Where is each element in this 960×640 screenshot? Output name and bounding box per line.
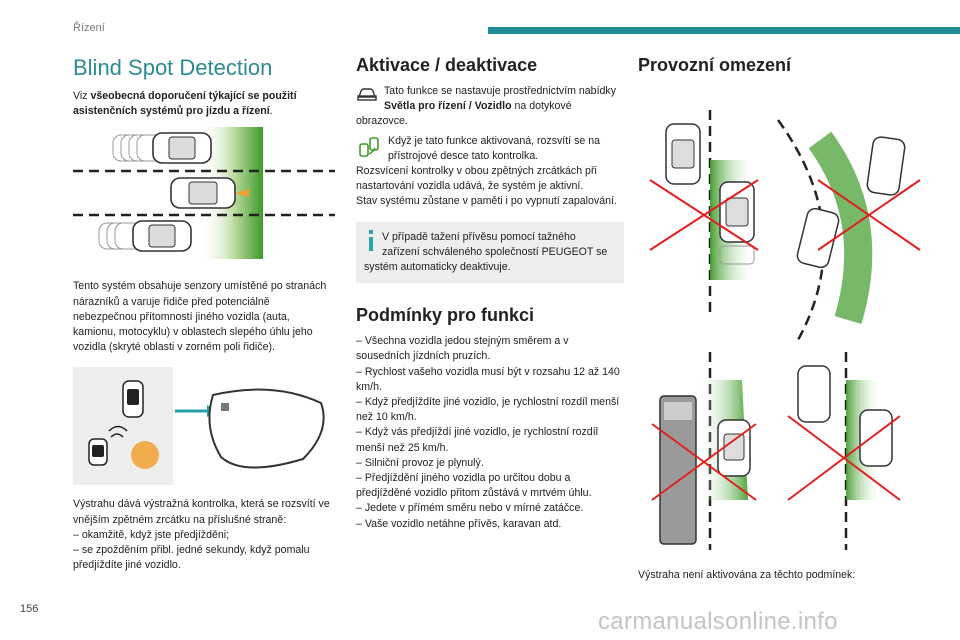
list-item: – Vaše vozidlo netáhne přívěs, karavan a… [356,517,562,530]
intro-paragraph: Viz všeobecná doporučení týkající se pou… [73,89,335,119]
list-item: – Jedete v přímém směru nebo v mírné zat… [356,502,584,515]
startup-paragraph: Rozsvícení kontrolky v obou zpětných zrc… [356,165,597,193]
warning-list: – okamžitě, když jste předjížděni; – se … [73,528,335,574]
header-accent-bar [488,27,960,34]
car-icon [859,409,893,467]
list-item: – Silniční provoz je plynulý. [356,456,484,469]
list-item: – Všechna vozidla jedou stejným směrem a… [356,335,569,363]
list-item: – Rychlost vašeho vozidla musí být v roz… [356,365,620,393]
car-icon [797,365,831,423]
car-small-icon [88,438,108,467]
conditions-list: – Všechna vozidla jedou stejným směrem a… [356,334,624,532]
warning-paragraph: Výstrahu dává výstražná kontrolka, která… [73,498,330,526]
indicator-paragraph: Když je tato funkce aktivovaná, rozsvítí… [388,134,600,162]
description-paragraph: Tento systém obsahuje senzory umístěné p… [73,280,327,354]
limitations-diagrams [649,110,921,550]
menu-path-text: Světla pro řízení / Vozidlo [384,100,512,113]
info-box: V případě tažení přívěsu pomocí tažného … [356,221,624,284]
intro-suffix: . [269,105,273,118]
limitations-caption: Výstraha není aktivována za těchto podmí… [638,569,856,581]
cross-line [817,179,921,251]
car-icon [132,220,192,253]
column-limitations: Provozní omezení [638,55,928,583]
mirror-warning-diagram [73,367,325,486]
car-icon [796,207,840,269]
list-item: – Když předjíždíte jiné vozidlo, je rych… [356,396,620,424]
warning-lamp-icon [131,441,159,470]
column-blind-spot: Blind Spot Detection Viz všeobecná dopor… [73,55,335,573]
scenario-opposite [787,352,901,550]
section-title: Řízení [73,22,105,34]
car-settings-icon [357,88,377,101]
own-car-icon [170,177,249,210]
scenario-curve [776,119,921,341]
intro-prefix: Viz [73,90,91,102]
list-item: – se zpožděním přibl. jedné sekundy, kdy… [73,544,310,572]
cross-line [787,415,901,501]
heading-activation: Aktivace / deaktivace [356,55,538,75]
activation-block: Tato funkce se nastavuje prostřednictvím… [356,84,624,210]
activation-paragraph: Tato funkce se nastavuje prostřednictvím… [356,85,617,128]
side-mirror-icon [208,389,325,469]
cross-line [649,179,759,251]
page-number: 156 [20,603,39,615]
list-item: – Když vás předjíždí jiné vozidlo, je ry… [356,426,599,454]
heading-limitations: Provozní omezení [638,55,792,75]
info-text: V případě tažení přívěsu pomocí tažného … [364,230,608,274]
car-icon [152,132,212,165]
scenario-truck [651,352,757,550]
list-item: – Předjíždění jiného vozidla po určitou … [356,472,592,500]
cross-line [651,423,757,501]
signal-waves-icon [110,433,124,438]
intro-link-text[interactable]: všeobecná doporučení týkající se použití… [73,90,297,118]
blind-spot-diagram [73,127,335,260]
column-activation: Aktivace / deaktivace Tato funkce se nas… [356,55,624,532]
car-icon [866,136,906,196]
blind-spot-indicator-icon [356,133,382,160]
list-item: – okamžitě, když jste předjížděni; [73,528,230,541]
truck-icon [659,395,697,545]
info-icon [369,229,373,251]
watermark: carmanualsonline.info [598,608,838,635]
memory-paragraph: Stav systému zůstane v paměti i po vypnu… [356,195,617,208]
page-title: Blind Spot Detection [73,55,273,80]
heading-conditions: Podmínky pro funkci [356,305,535,326]
scenario-overtaking [649,110,759,315]
car-top-icon [122,380,144,419]
